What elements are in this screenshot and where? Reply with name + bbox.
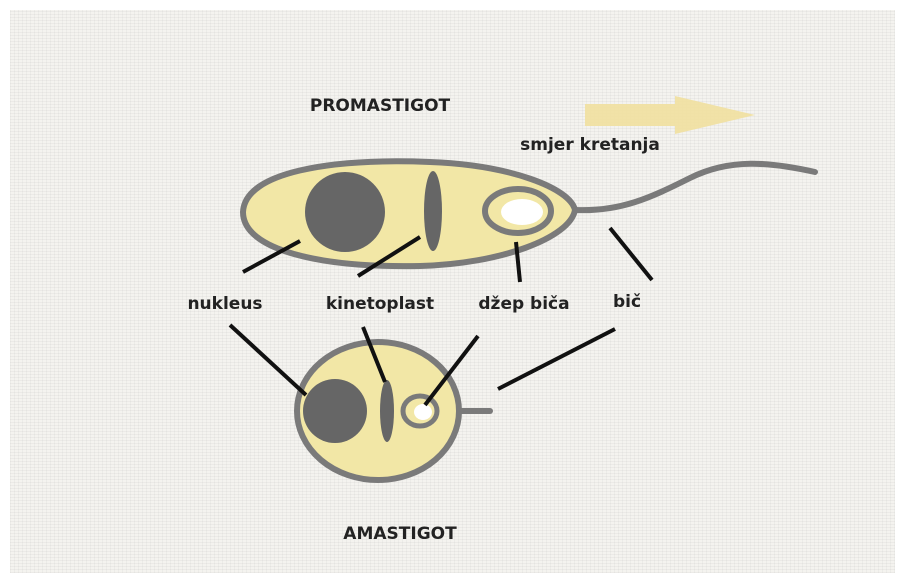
leader-nucleus-bottom <box>230 325 306 395</box>
promastigote-nucleus <box>305 172 385 252</box>
label-flagellar-pocket: džep biča <box>478 294 569 314</box>
promastigote-flagellum <box>575 164 815 210</box>
direction-label: smjer kretanja <box>520 135 660 155</box>
amastigote-nucleus <box>303 379 367 443</box>
label-nucleus: nukleus <box>187 294 262 314</box>
leader-flagellum-top <box>610 228 652 280</box>
label-flagellum: bič <box>613 292 641 312</box>
label-kinetoplast: kinetoplast <box>326 294 434 314</box>
promastigote-kinetoplast <box>424 171 442 251</box>
promastigote-flagellar-pocket-inner <box>501 199 543 225</box>
title-promastigot: PROMASTIGOT <box>310 96 451 116</box>
amastigote-flagellar-pocket-inner <box>414 404 432 420</box>
direction-arrow <box>585 96 755 134</box>
amastigote-kinetoplast <box>380 380 394 442</box>
title-amastigot: AMASTIGOT <box>343 524 457 544</box>
leader-flagellum-bottom <box>498 329 615 389</box>
